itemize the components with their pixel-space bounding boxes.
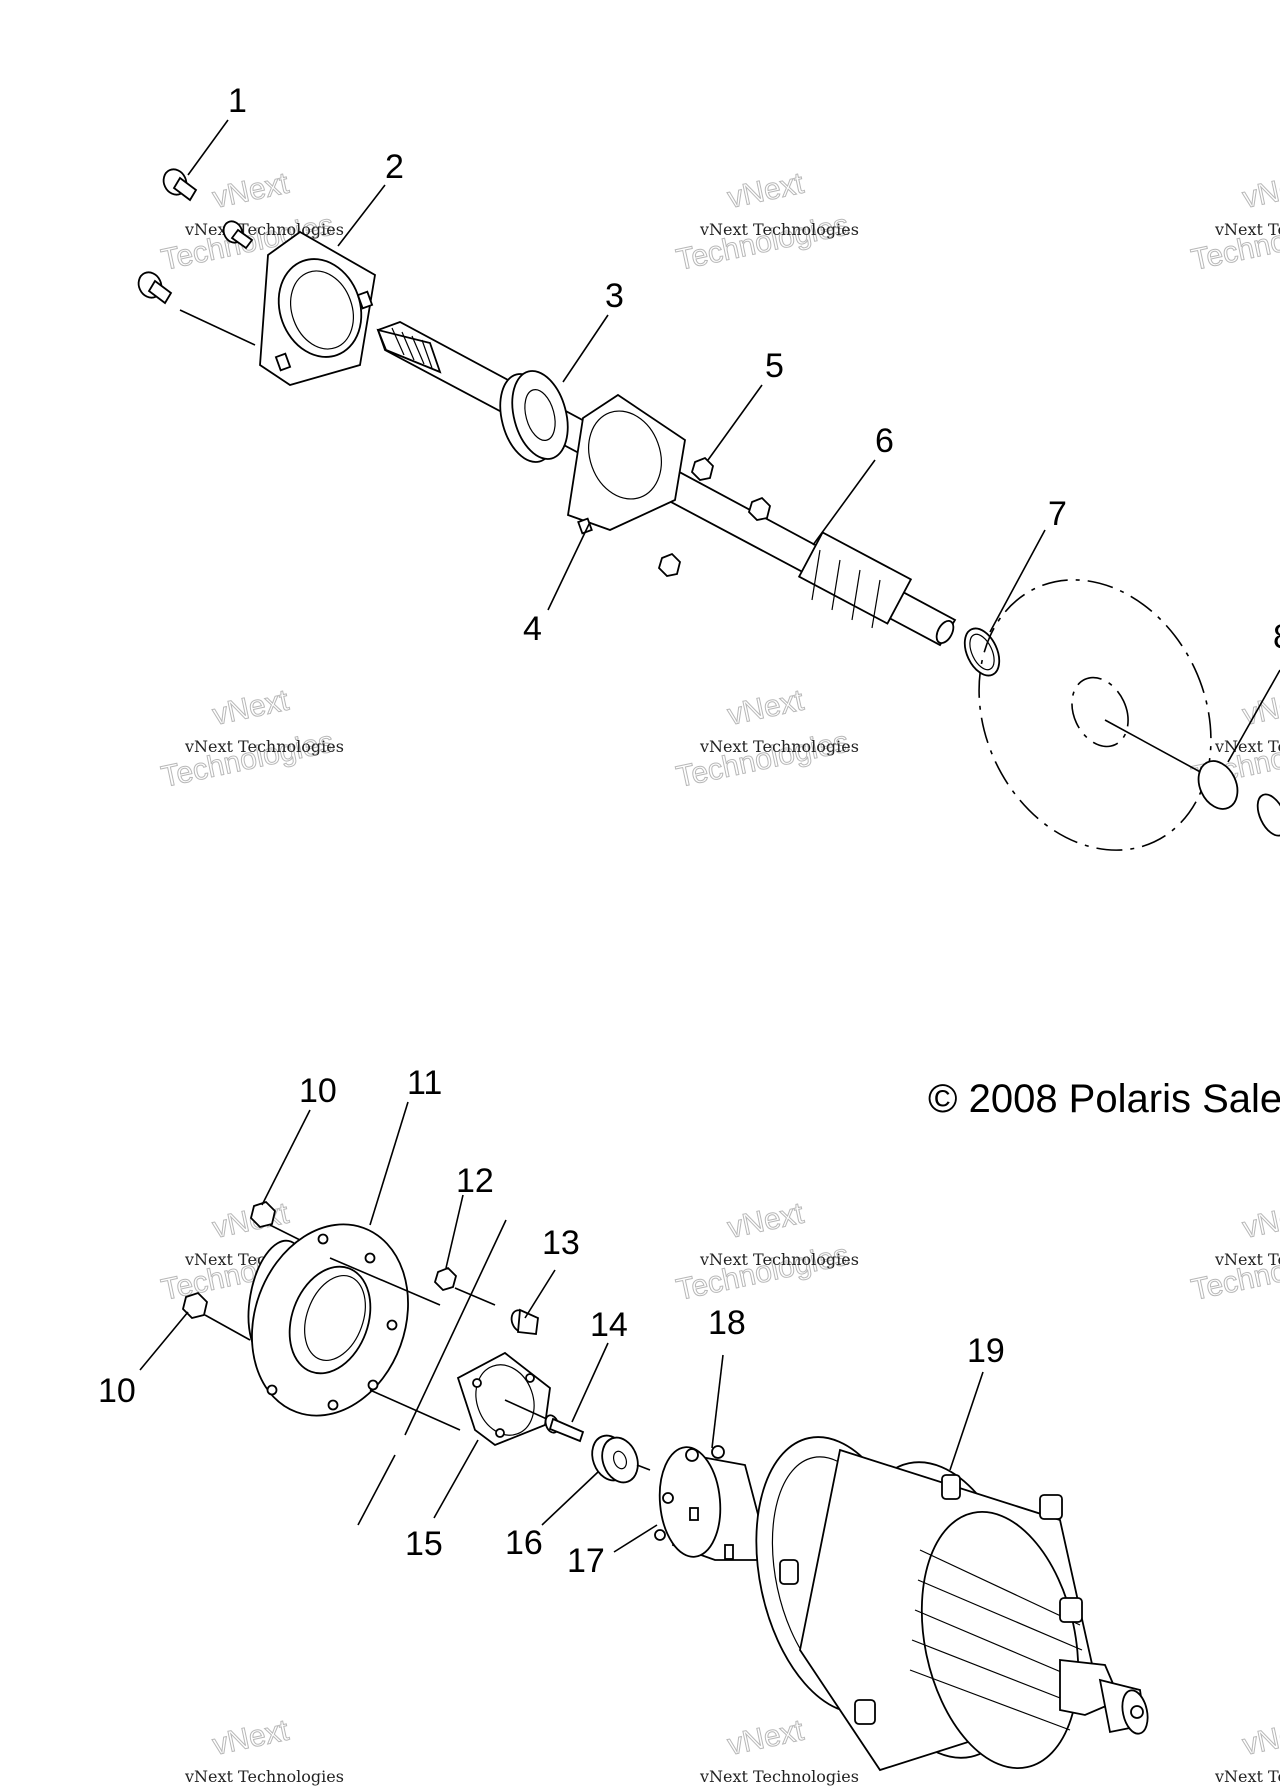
svg-text:vNext Technologies: vNext Technologies — [1214, 1250, 1280, 1269]
callout-8: 8 — [1273, 618, 1280, 656]
callout-19: 19 — [967, 1332, 1005, 1370]
svg-text:vNext: vNext — [210, 167, 293, 215]
bearing-flange-part-2 — [259, 230, 376, 386]
bearing-flange-part-4 — [566, 393, 686, 535]
nut-part-10 — [182, 1200, 301, 1341]
leader-lines-bottom — [139, 1101, 984, 1553]
svg-text:Technologies: Technologies — [1188, 1238, 1280, 1307]
watermark-mid-left: vNext Technologies vNext Technologies — [158, 683, 344, 794]
bolt-part-14 — [544, 1414, 585, 1443]
callout-10-upper: 10 — [299, 1072, 337, 1110]
callout-12: 12 — [456, 1162, 494, 1200]
svg-text:Technologies: Technologies — [673, 725, 851, 794]
clutch-phantom-outline — [978, 579, 1280, 851]
svg-text:vNext Technologies: vNext Technologies — [1214, 220, 1280, 239]
svg-text:vNext Technologies: vNext Technologies — [699, 1767, 859, 1786]
hub-flange-part-11 — [247, 1223, 461, 1431]
callout-3: 3 — [605, 277, 624, 315]
watermark-top-center: vNext Technologies vNext Technologies — [673, 166, 859, 277]
svg-text:vNext: vNext — [1240, 684, 1280, 732]
drive-sprocket-part-19 — [755, 1436, 1149, 1772]
snap-ring-part-7 — [963, 627, 1001, 677]
watermark-lower-right: vNext Technologies vNext Technologies — [1188, 1196, 1280, 1307]
bolt-part-1 — [137, 168, 256, 346]
svg-text:Technologies: Technologies — [1188, 208, 1280, 277]
pin-part-13 — [510, 1308, 539, 1335]
svg-text:vNext: vNext — [725, 167, 808, 215]
watermark-bottom-right: vNext vNext Technologies — [1214, 1713, 1280, 1786]
svg-text:Technologies: Technologies — [158, 725, 336, 794]
watermark-lower-center: vNext Technologies vNext Technologies — [673, 1196, 859, 1307]
callout-2: 2 — [385, 148, 404, 186]
callout-14: 14 — [590, 1306, 628, 1344]
svg-text:vNext Technologies: vNext Technologies — [184, 220, 344, 239]
callout-13: 13 — [542, 1224, 580, 1262]
brake-hub-part-3 — [499, 370, 569, 463]
svg-text:Technologies: Technologies — [673, 1238, 851, 1307]
svg-text:vNext: vNext — [210, 1714, 293, 1762]
callout-7: 7 — [1048, 495, 1067, 533]
svg-text:vNext Technologies: vNext Technologies — [1214, 737, 1280, 756]
copyright-notice: © 2008 Polaris Sales I — [928, 1077, 1280, 1121]
svg-text:vNext Technologies: vNext Technologies — [1214, 1767, 1280, 1786]
callout-10-lower: 10 — [98, 1372, 136, 1410]
svg-text:vNext: vNext — [210, 684, 293, 732]
svg-text:vNext: vNext — [725, 684, 808, 732]
washer-part-12 — [433, 1266, 496, 1306]
watermark-mid-center: vNext Technologies vNext Technologies — [673, 683, 859, 794]
svg-text:vNext Technologies: vNext Technologies — [699, 737, 859, 756]
watermark-bottom-left: vNext vNext Technologies — [184, 1713, 344, 1786]
svg-text:vNext Technologies: vNext Technologies — [699, 220, 859, 239]
svg-text:vNext: vNext — [1240, 1714, 1280, 1762]
callout-15: 15 — [405, 1525, 443, 1563]
callout-18: 18 — [708, 1304, 746, 1342]
callout-5: 5 — [765, 347, 784, 385]
callout-6: 6 — [875, 422, 894, 460]
callout-16: 16 — [505, 1524, 543, 1562]
svg-text:vNext Technologies: vNext Technologies — [184, 1767, 344, 1786]
svg-text:vNext: vNext — [1240, 167, 1280, 215]
svg-text:Technologies: Technologies — [673, 208, 851, 277]
watermark-top-right: vNext Technologies vNext Technologies — [1188, 166, 1280, 277]
svg-text:vNext Technologies: vNext Technologies — [699, 1250, 859, 1269]
callout-11: 11 — [407, 1064, 442, 1102]
callout-17: 17 — [567, 1542, 605, 1580]
svg-text:vNext: vNext — [725, 1714, 808, 1762]
phantom-lines — [357, 1219, 507, 1526]
plate-part-15 — [456, 1351, 561, 1447]
svg-text:vNext: vNext — [725, 1197, 808, 1245]
callout-4: 4 — [523, 610, 542, 648]
svg-text:vNext: vNext — [1240, 1197, 1280, 1245]
svg-text:vNext: vNext — [210, 1197, 293, 1245]
leader-lines-top — [187, 119, 1280, 763]
callout-1: 1 — [228, 82, 247, 120]
watermark-bottom-center: vNext vNext Technologies — [699, 1713, 859, 1786]
svg-text:vNext Technologies: vNext Technologies — [184, 737, 344, 756]
motor-housing-part-18 — [654, 1445, 772, 1561]
nut-part-5 — [657, 456, 771, 577]
gear-part-16 — [591, 1434, 651, 1484]
